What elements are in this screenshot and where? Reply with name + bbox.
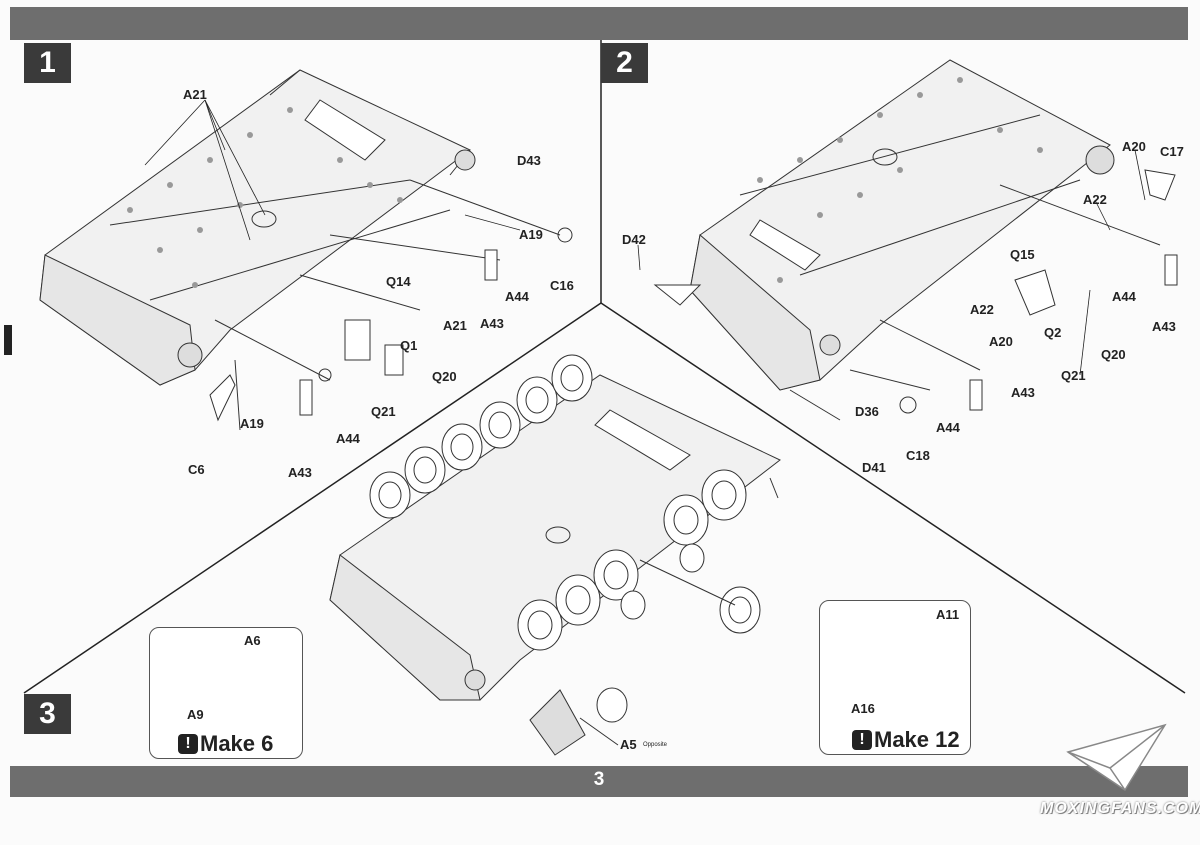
callout-a11: A11 (936, 607, 960, 622)
callout-a43: A43 (480, 316, 504, 331)
callout-a19: A19 (519, 227, 543, 242)
watermark-text: MOXINGFANS.COM (1040, 800, 1200, 817)
callout-a9: A9 (187, 707, 204, 722)
callout-a44: A44 (505, 289, 529, 304)
step-1-badge: 1 (24, 43, 71, 83)
header-bar (10, 7, 1188, 40)
callout-q21: Q21 (371, 404, 396, 419)
callout-q20: Q20 (432, 369, 457, 384)
inset-box-make-12 (819, 600, 971, 755)
callout-c17: C17 (1160, 144, 1184, 159)
callout-q15: Q15 (1010, 247, 1035, 262)
callout-a19: A19 (240, 416, 264, 431)
step-2-badge: 2 (601, 43, 648, 83)
callout-c18: C18 (906, 448, 930, 463)
callout-q2: Q2 (1044, 325, 1062, 340)
callout-a6: A6 (244, 633, 261, 648)
make-12-note: ! Make 12 (852, 727, 960, 753)
make-6-text: Make 6 (200, 731, 274, 756)
page-number: 3 (593, 769, 605, 790)
callout-opposite-note: Opposite (643, 742, 668, 748)
exclamation-icon: ! (178, 734, 198, 754)
make-6-note: ! Make 6 (178, 731, 273, 757)
callout-a44: A44 (1112, 289, 1136, 304)
callout-a43: A43 (288, 465, 312, 480)
callout-d41: D41 (862, 460, 886, 475)
callout-a43: A43 (1011, 385, 1035, 400)
callout-a22: A22 (1083, 192, 1107, 207)
callout-a16: A16 (851, 701, 875, 716)
callout-c16: C16 (550, 278, 574, 293)
step1-hull-drawing (39, 69, 573, 431)
callout-a21: A21 (443, 318, 467, 333)
callout-a44: A44 (336, 431, 360, 446)
make-12-text: Make 12 (874, 727, 960, 752)
panel-divider-right (600, 302, 1186, 694)
callout-d42: D42 (622, 232, 646, 247)
callout-a20: A20 (1122, 139, 1146, 154)
callout-a44: A44 (936, 420, 960, 435)
step2-hull-drawing (653, 59, 1178, 421)
callout-d36: D36 (855, 404, 879, 419)
exclamation-icon: ! (852, 730, 872, 750)
callout-a21: A21 (183, 87, 207, 102)
footer-bar: 3 (10, 766, 1188, 797)
callout-a5: A5 (620, 737, 637, 752)
callout-q1: Q1 (400, 338, 418, 353)
callout-a20: A20 (989, 334, 1013, 349)
panel-divider-left (23, 302, 602, 694)
leader-lines (144, 99, 1146, 376)
step-3-badge: 3 (24, 694, 71, 734)
callout-a22: A22 (970, 302, 994, 317)
registration-mark (4, 325, 12, 355)
callout-d43: D43 (517, 153, 541, 168)
inset-box-make-6 (149, 627, 303, 759)
callout-a43: A43 (1152, 319, 1176, 334)
callout-c6: C6 (188, 462, 205, 477)
callout-q20: Q20 (1101, 347, 1126, 362)
callout-q21: Q21 (1061, 368, 1086, 383)
callout-q14: Q14 (386, 274, 411, 289)
step3-hull-drawing (329, 354, 781, 756)
